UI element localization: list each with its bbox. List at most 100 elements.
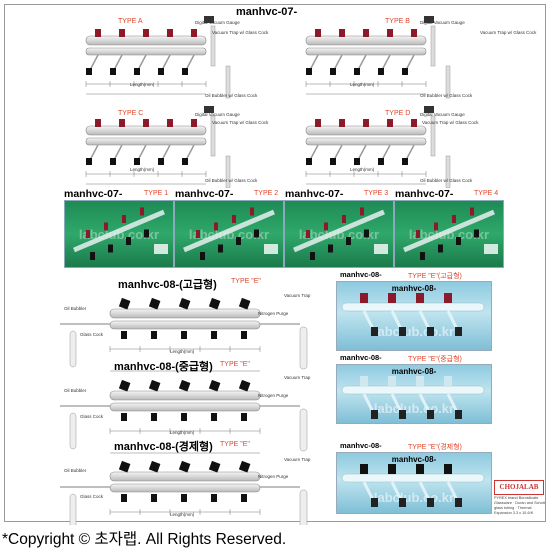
hose-connector xyxy=(474,229,479,238)
hose-connector xyxy=(427,327,434,336)
stopcock-cap xyxy=(148,379,161,392)
type-a-label: TYPE A xyxy=(118,18,143,25)
vacuum-trap xyxy=(210,25,216,67)
stopcock-cap xyxy=(167,119,173,127)
hose-connector xyxy=(86,68,92,75)
manifold-tube-lower-economy xyxy=(109,483,261,493)
manifold-tube-c xyxy=(85,125,207,136)
type-b-label: TYPE B xyxy=(385,18,410,25)
photo-07-type3: labclub.co.kr xyxy=(284,200,394,268)
stopcock-cap xyxy=(388,464,396,474)
s08-3-title: manhvc-08-(경제형) xyxy=(114,441,213,453)
manifold-tube-a xyxy=(85,35,207,46)
stopcock-cap xyxy=(118,460,131,473)
manifold-tube-lower-b xyxy=(305,47,427,56)
sidearm xyxy=(161,144,171,161)
p08-2-title: manhvc-08- xyxy=(340,353,382,362)
digital-gauge-label-a: Digital Vacuum Gauge xyxy=(195,20,240,25)
p08-3-type: TYPE "E"(경제형) xyxy=(408,444,462,451)
photo-08-economy: manhvc-08-labclub.co.kr xyxy=(336,452,492,514)
digital-gauge-label-c: Digital Vacuum Gauge xyxy=(195,112,240,117)
type-c-label: TYPE C xyxy=(118,110,144,117)
scale-label xyxy=(264,244,278,254)
p08-1-title: manhvc-08- xyxy=(340,270,382,279)
s08-3-cock: Glass Cock xyxy=(80,494,104,499)
oil-bubbler xyxy=(225,155,231,188)
hose-connector xyxy=(399,327,406,336)
oil-bubbler-label-d: Oil Bubbler w/ Glass Cock xyxy=(420,178,473,183)
hose-connector xyxy=(399,498,406,507)
stopcock-cap xyxy=(339,29,345,37)
stopcock-cap xyxy=(143,119,149,127)
stopcock-cap xyxy=(411,29,417,37)
manifold-tube-economy xyxy=(109,471,261,482)
stopcock-cap xyxy=(238,379,251,392)
hose-connector xyxy=(218,244,223,253)
hose-connector xyxy=(456,237,461,245)
stopcock-cap xyxy=(208,379,221,392)
oil-bubbler xyxy=(69,493,77,525)
photo4-type: TYPE 4 xyxy=(474,190,499,197)
sidearm xyxy=(405,54,415,71)
scale-label xyxy=(374,244,388,254)
s08-2-title: manhvc-08-(중급형) xyxy=(114,361,213,373)
stopcock-cap xyxy=(416,376,424,386)
hose-connector xyxy=(134,68,140,75)
vacuum-trap xyxy=(299,408,308,452)
stopcock-cap xyxy=(315,29,321,37)
stopcock-cap xyxy=(95,119,101,127)
manifold-07-diagrams xyxy=(85,16,451,188)
hose-connector xyxy=(354,68,360,75)
sidearm xyxy=(185,144,195,161)
sidearm xyxy=(137,144,147,161)
sidearm xyxy=(333,54,343,71)
hose-connector xyxy=(399,410,406,419)
stopcock-cap xyxy=(178,460,191,473)
stopcock-cap xyxy=(339,119,345,127)
vacuum-gauge xyxy=(424,106,434,113)
sidearm xyxy=(113,54,123,71)
sidearm xyxy=(333,144,343,161)
hose-connector xyxy=(211,494,217,502)
sidearm xyxy=(113,144,123,161)
s08-3-oil: Oil Bubbler xyxy=(64,468,87,473)
photo3-type: TYPE 3 xyxy=(364,190,389,197)
manifold-tube-standard xyxy=(109,390,261,401)
sidearm xyxy=(161,54,171,71)
hose-connector xyxy=(310,252,315,260)
oil-bubbler xyxy=(69,330,77,368)
oil-bubbler xyxy=(445,155,451,188)
stopcock-cap xyxy=(416,293,424,303)
digital-gauge-label-d: Digital Vacuum Gauge xyxy=(420,112,465,117)
stopcock-cap xyxy=(363,119,369,127)
stopcock-cap xyxy=(232,215,236,223)
stopcock-cap xyxy=(387,29,393,37)
manifold-glass xyxy=(183,209,275,253)
manifold-glass xyxy=(341,473,485,483)
hose-connector xyxy=(181,413,187,421)
vacuum-gauge xyxy=(424,16,434,23)
sidearm xyxy=(137,54,147,71)
vacuum-trap-label-c: Vacuum Trap w/ Glass Cock xyxy=(212,120,269,125)
hose-connector xyxy=(241,331,247,339)
photo2-title: manhvc-07- xyxy=(175,188,234,200)
s08-2-cock: Glass Cock xyxy=(80,414,104,419)
stopcock-cap xyxy=(119,29,125,37)
stopcock-cap xyxy=(250,207,254,216)
hose-connector xyxy=(126,237,131,245)
sidearm xyxy=(357,54,367,71)
photo-07-type1: labclub.co.kr xyxy=(64,200,174,268)
oil-bubbler xyxy=(225,65,231,99)
manifold-tube-lower-premium xyxy=(109,320,261,330)
hose-connector xyxy=(241,494,247,502)
stopcock-cap xyxy=(363,29,369,37)
manifold-glass xyxy=(403,209,495,253)
stopcock-cap xyxy=(143,29,149,37)
hose-connector xyxy=(371,327,378,336)
stopcock-cap xyxy=(444,376,452,386)
stopcock-cap xyxy=(387,119,393,127)
scale-label xyxy=(154,244,168,254)
photo-08-premium: manhvc-08-labclub.co.kr xyxy=(336,281,492,351)
s08-1-trap: Vacuum Trap xyxy=(284,293,311,298)
stopcock-cap xyxy=(119,119,125,127)
